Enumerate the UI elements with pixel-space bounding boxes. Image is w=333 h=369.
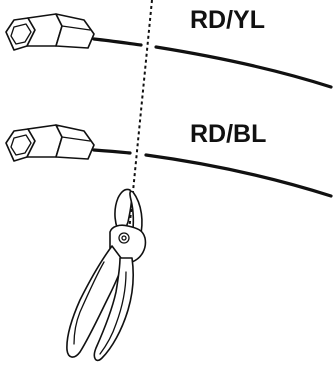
wire-bottom-right	[144, 153, 333, 198]
wire-rd-yl: RD/YL	[5, 6, 333, 89]
diagonal-cutters-icon	[66, 188, 147, 362]
label-rd-bl: RD/BL	[190, 120, 266, 148]
label-rd-yl: RD/YL	[190, 6, 265, 34]
wire-rd-bl: RD/BL	[5, 120, 333, 198]
wire-bottom-left	[92, 148, 132, 155]
wire-top-left	[92, 37, 143, 47]
connector-bottom	[5, 124, 95, 162]
wire-top-right	[154, 45, 333, 89]
cut-line	[125, 0, 153, 263]
connector-top	[5, 13, 95, 51]
